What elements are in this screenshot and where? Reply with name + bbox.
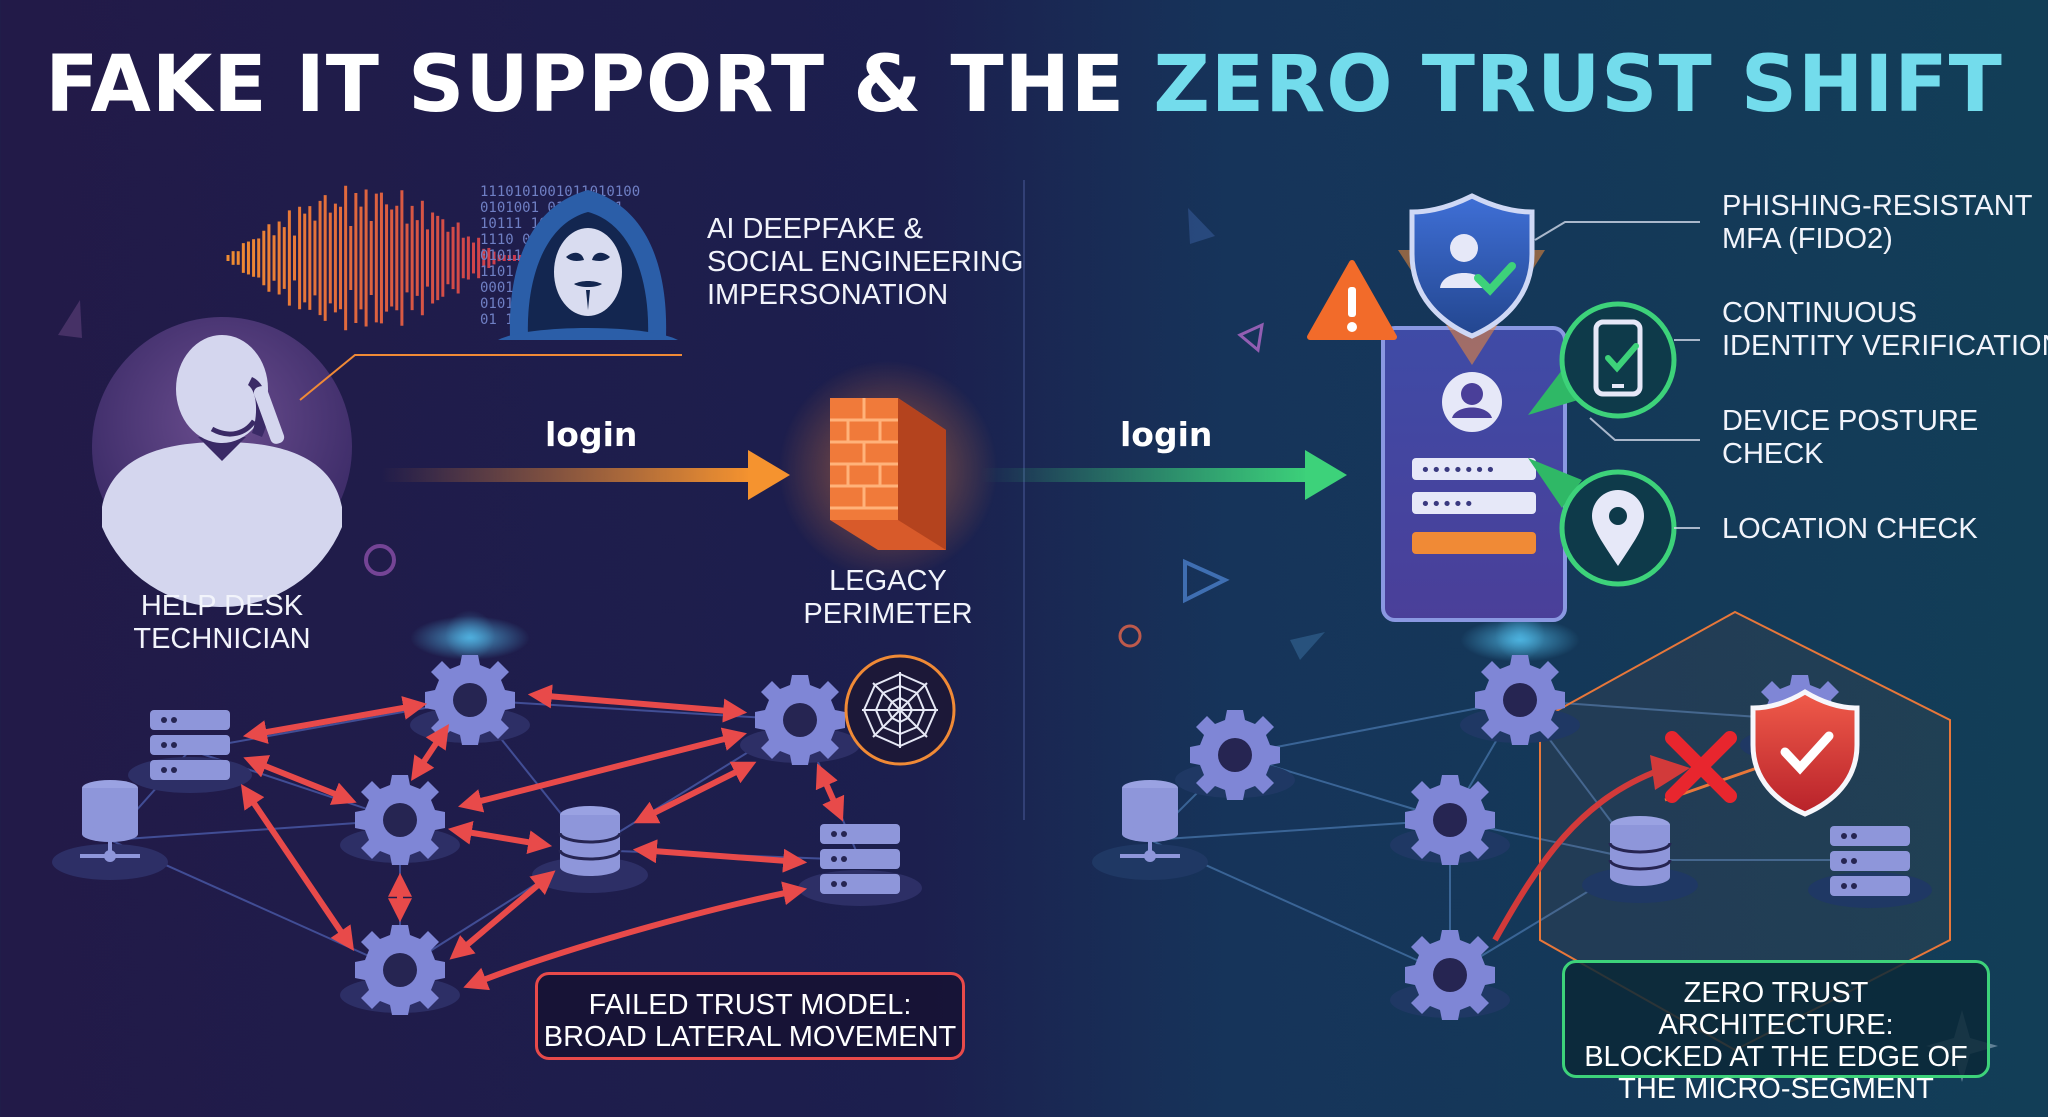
zero-trust-line-1: ZERO TRUST ARCHITECTURE: [1658,977,1894,1041]
binary-row: 1110101001011010100 [480,184,640,200]
check-device-line-2: CHECK [1722,438,1824,470]
check-connectors [1534,221,1700,529]
check-device-line-1: DEVICE POSTURE [1722,405,1979,437]
shield-check-icon [1750,689,1860,817]
check-location-line-1: LOCATION CHECK [1722,513,1978,545]
check-mfa-line-2: MFA (FIDO2) [1722,223,1893,255]
failed-trust-line-1: FAILED TRUST MODEL: [588,989,912,1021]
login-label-right: login [1120,415,1213,454]
technician-label-line-1: HELP DESK [140,590,304,622]
page-title: FAKE IT SUPPORT & THE ZERO TRUST SHIFT [0,40,2048,130]
check-mfa-line-1: PHISHING-RESISTANT [1722,190,2033,222]
technician-connector [299,354,682,401]
deepfake-label-line-2: SOCIAL ENGINEERING [707,246,1024,278]
left-network-nodes [52,610,922,1015]
login-arrow-right [980,450,1347,500]
title-part-2: ZERO TRUST SHIFT [1153,40,2003,130]
shield-user-check-icon [1409,193,1535,339]
login-label-left: login [545,415,638,454]
spider-web-icon [844,654,956,766]
technician-label-line-2: TECHNICIAN [133,623,311,655]
svg-text:•••••: ••••• [1420,494,1474,515]
zero-trust-line-2: BLOCKED AT THE EDGE OF [1584,1041,1968,1073]
deepfake-label-line-3: IMPERSONATION [707,279,949,311]
check-identity-label: CONTINUOUS IDENTITY VERIFICATION [1722,297,2048,363]
deepfake-label: AI DEEPFAKE & SOCIAL ENGINEERING IMPERSO… [707,213,1023,312]
login-arrow-left [380,450,790,500]
map-pin-icon [1528,458,1677,587]
check-mfa-label: PHISHING-RESISTANT MFA (FIDO2) [1722,190,2032,256]
technician-label: HELP DESK TECHNICIAN [112,590,332,656]
failed-trust-line-2: BROAD LATERAL MOVEMENT [543,1021,957,1053]
deepfake-label-line-1: AI DEEPFAKE & [707,213,923,245]
check-location-label: LOCATION CHECK [1722,513,1978,546]
login-device: ••••••• ••••• [1381,326,1567,622]
phone-check-icon [1528,301,1677,419]
check-device-label: DEVICE POSTURE CHECK [1722,405,1978,471]
svg-text:•••••••: ••••••• [1420,460,1496,481]
check-identity-line-2: IDENTITY VERIFICATION [1722,330,2048,362]
lateral-movement-arrows [240,684,845,991]
perimeter-label-line-1: LEGACY [829,565,947,597]
check-identity-line-1: CONTINUOUS [1722,297,1917,329]
brick-firewall-icon [778,360,998,580]
hooded-hacker-mask-icon [498,190,678,340]
perimeter-label: LEGACY PERIMETER [778,565,998,631]
failed-trust-callout: FAILED TRUST MODEL: BROAD LATERAL MOVEME… [535,972,965,1060]
person-with-phone-icon [92,317,352,607]
warning-triangle-icon [1307,260,1397,340]
voice-waveform [226,185,542,331]
zero-trust-callout: ZERO TRUST ARCHITECTURE: BLOCKED AT THE … [1562,960,1990,1105]
perimeter-label-line-2: PERIMETER [803,598,973,630]
red-x-icon [1665,731,1737,803]
title-part-1: FAKE IT SUPPORT & THE [45,40,1126,130]
zero-trust-line-3: THE MICRO-SEGMENT [1618,1073,1934,1105]
